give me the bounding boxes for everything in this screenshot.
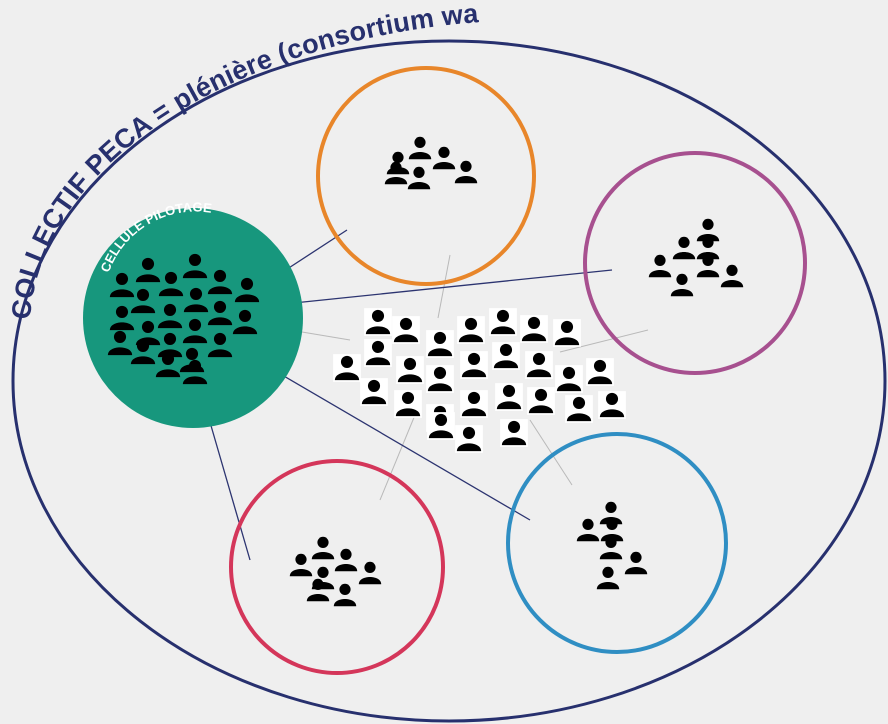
group-members-blue (576, 501, 648, 590)
person-icon (455, 425, 483, 453)
person-icon (720, 264, 744, 288)
person-icon (672, 236, 696, 260)
person-icon (289, 553, 313, 577)
person-icon (394, 390, 422, 418)
person-icon (432, 146, 456, 170)
person-icon (408, 136, 432, 160)
person-icon (426, 365, 454, 393)
person-icon (527, 387, 555, 415)
person-icon (360, 378, 388, 406)
person-icon (454, 160, 478, 184)
person-icon (334, 548, 358, 572)
person-icon (358, 561, 382, 585)
person-icon (333, 354, 361, 382)
person-icon (426, 330, 454, 358)
group-members-red (289, 536, 382, 607)
person-icon (460, 390, 488, 418)
group-members-orange (384, 136, 478, 190)
person-icon (500, 419, 528, 447)
person-icon (427, 412, 455, 440)
plenary-outline (11, 39, 887, 723)
person-icon (525, 351, 553, 379)
person-icon (555, 365, 583, 393)
person-icon (576, 518, 600, 542)
person-icon (396, 356, 424, 384)
person-icon (670, 273, 694, 297)
person-icon (460, 351, 488, 379)
person-icon (407, 166, 431, 190)
group-circle-red (229, 459, 445, 675)
person-icon (311, 536, 335, 560)
person-icon (520, 315, 548, 343)
person-icon (586, 358, 614, 386)
person-icon (553, 319, 581, 347)
person-icon (364, 308, 392, 336)
person-icon (648, 254, 672, 278)
person-icon (596, 566, 620, 590)
group-circle-orange (316, 66, 536, 286)
group-members-purple (648, 218, 744, 297)
group-circle-blue (506, 432, 728, 654)
pilot-cell (83, 208, 303, 428)
person-icon (392, 316, 420, 344)
person-icon (333, 583, 357, 607)
person-icon (364, 339, 392, 367)
person-icon (624, 551, 648, 575)
person-icon (489, 308, 517, 336)
person-icon (565, 395, 593, 423)
person-icon (598, 391, 626, 419)
person-icon (306, 578, 330, 602)
person-icon (492, 342, 520, 370)
person-icon (495, 383, 523, 411)
person-icon (457, 316, 485, 344)
group-circle-purple (583, 151, 807, 375)
